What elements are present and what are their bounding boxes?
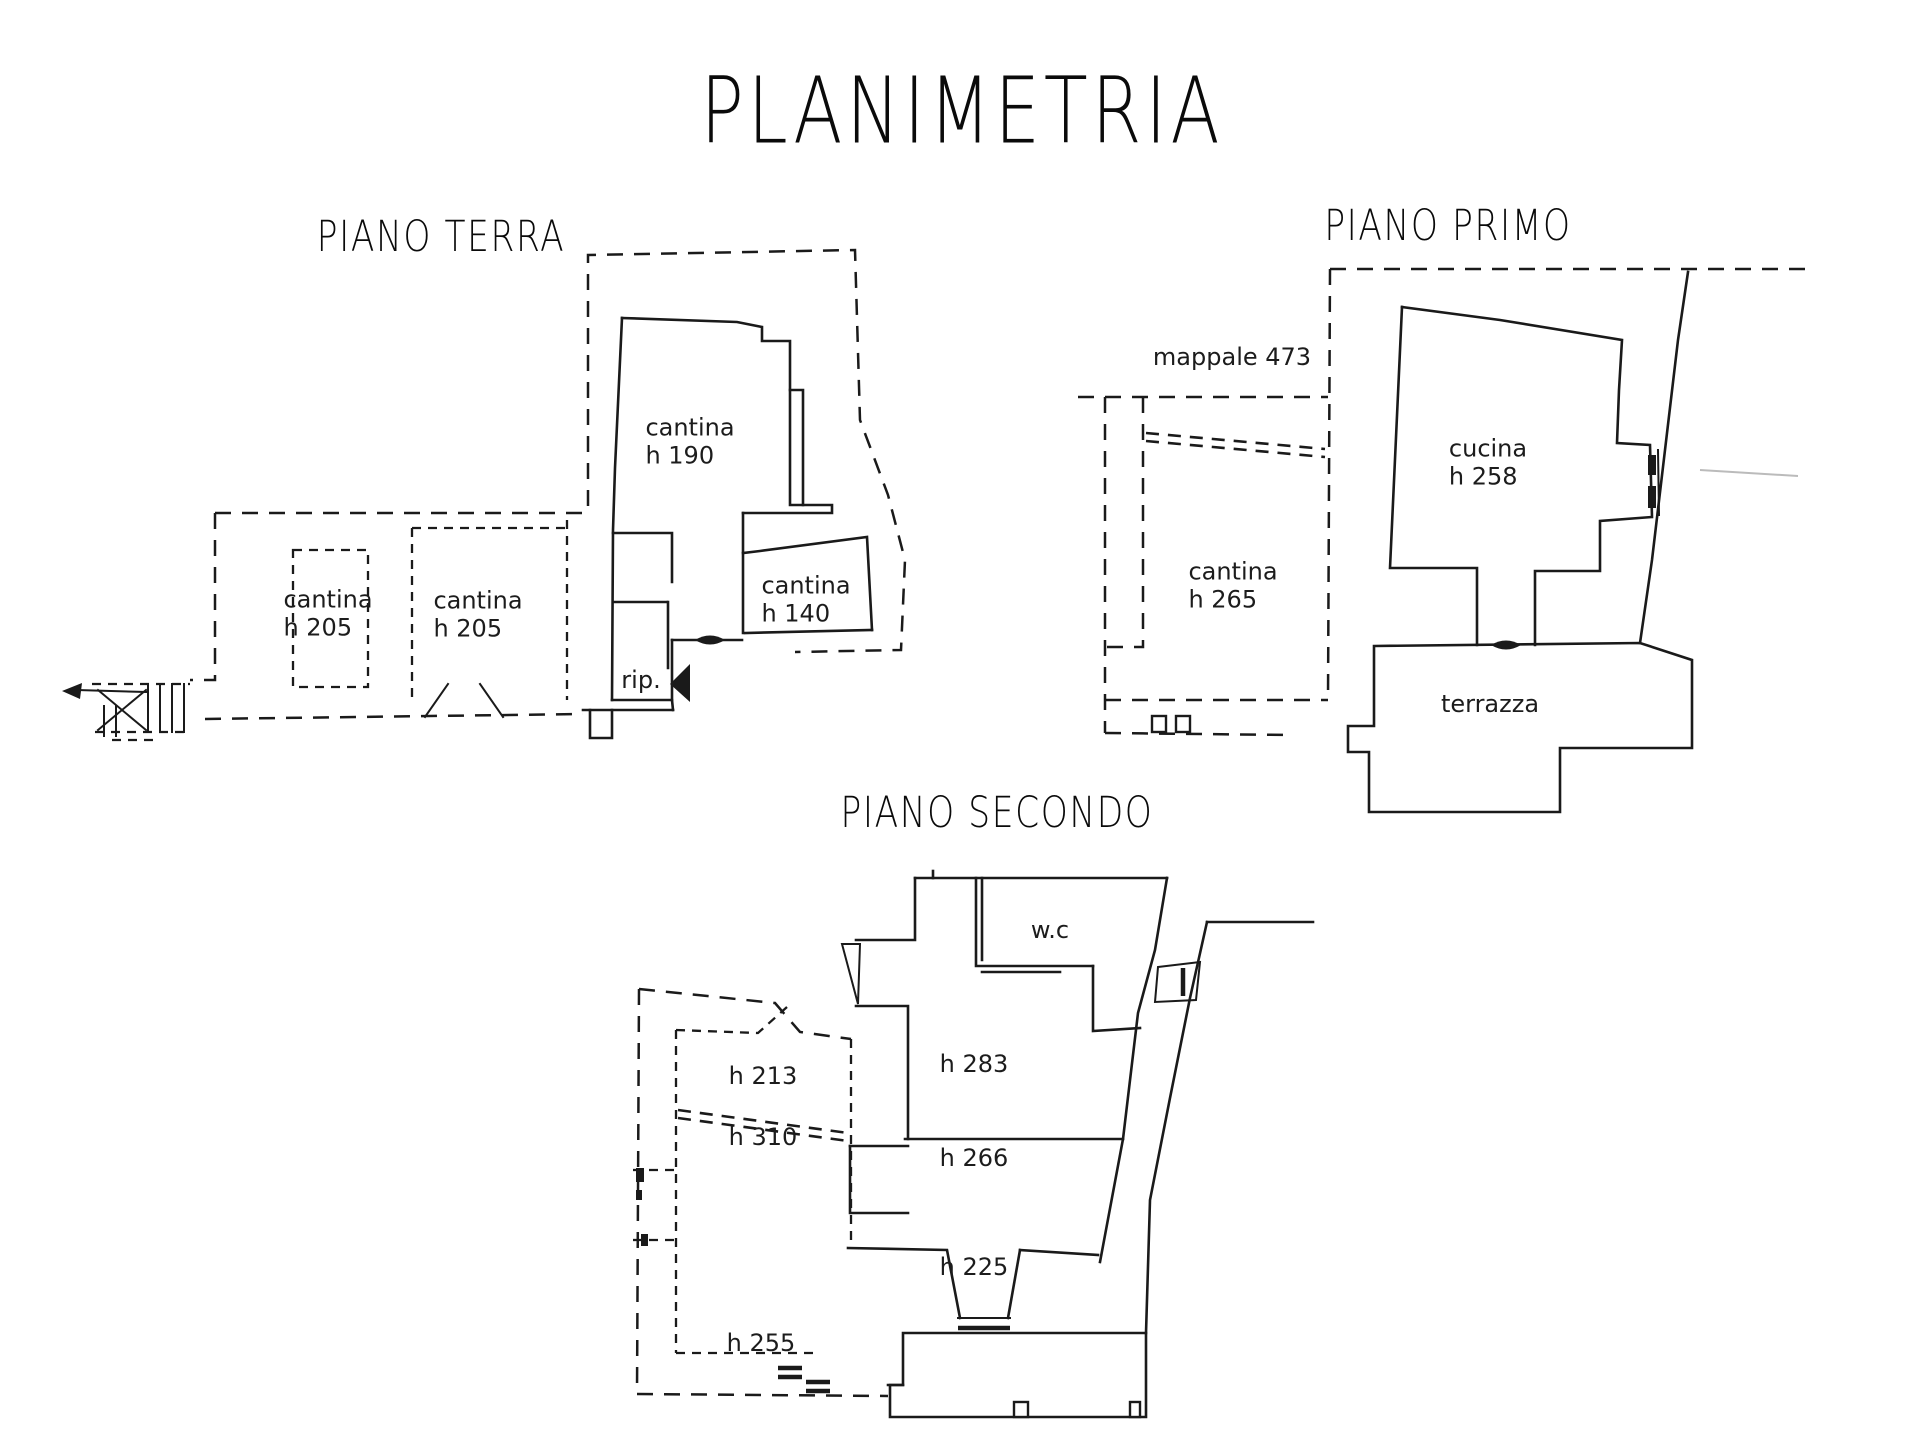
room-name: cantina — [645, 413, 735, 442]
parcel-label-text: mappale 473 — [1152, 342, 1312, 371]
room-height: h 205 — [283, 614, 353, 642]
room-height: h 310 — [728, 1122, 798, 1151]
room-label-h266: h 266 — [940, 1144, 1009, 1172]
room-label-h283: h 283 — [940, 1050, 1009, 1078]
room-name: w.c — [1030, 915, 1070, 944]
piano-secondo-drawing — [633, 869, 1315, 1419]
room-height: h 258 — [1448, 463, 1518, 491]
floor-title-text: PIANO TERRA — [316, 212, 566, 262]
room-name: cantina — [433, 586, 523, 615]
room-label-h310: h 310 — [729, 1123, 798, 1151]
room-name: terrazza — [1440, 689, 1540, 718]
room-label-cantina-h140: cantina h 140 — [761, 572, 850, 629]
room-height: h 213 — [728, 1061, 798, 1090]
room-height: h 265 — [1188, 586, 1258, 614]
room-label-cucina-h258: cucina h 258 — [1449, 435, 1527, 492]
room-height: h 255 — [726, 1328, 796, 1357]
room-height: h 225 — [939, 1252, 1009, 1281]
floor-title-text: PIANO PRIMO — [1324, 201, 1572, 251]
room-label-h255: h 255 — [727, 1329, 796, 1357]
room-label-h213: h 213 — [729, 1062, 798, 1090]
floor-title-text: PIANO SECONDO — [840, 788, 1154, 838]
room-height: h 266 — [939, 1143, 1009, 1172]
piano-terra-drawing — [62, 248, 907, 742]
room-label-cantina-h265: cantina h 265 — [1188, 558, 1277, 615]
floor-title-piano-terra: PIANO TERRA — [286, 212, 597, 262]
room-label-terrazza: terrazza — [1441, 690, 1539, 718]
room-name: cantina — [761, 571, 851, 600]
room-height: h 283 — [939, 1049, 1009, 1078]
room-height: h 190 — [645, 442, 715, 470]
page-title: PLANIMETRIA — [627, 58, 1297, 165]
room-label-cantina-h190: cantina h 190 — [645, 414, 734, 471]
page-title-text: PLANIMETRIA — [700, 57, 1224, 165]
room-label-cantina-h205-b: cantina h 205 — [433, 587, 522, 644]
room-name: cucina — [1448, 434, 1528, 463]
room-label-h225: h 225 — [940, 1253, 1009, 1281]
parcel-label-mappale-473: mappale 473 — [1153, 343, 1311, 371]
room-name: cantina — [1188, 557, 1278, 586]
room-height: h 140 — [761, 600, 831, 628]
room-height: h 205 — [433, 615, 503, 643]
room-name: rip. — [621, 665, 661, 694]
floor-title-piano-primo: PIANO PRIMO — [1293, 201, 1602, 251]
room-label-cantina-h205-a: cantina h 205 — [283, 586, 372, 643]
piano-primo-drawing — [1078, 267, 1805, 814]
room-label-wc: w.c — [1031, 916, 1069, 944]
floor-title-piano-secondo: PIANO SECONDO — [801, 788, 1192, 838]
room-name: cantina — [283, 585, 373, 614]
room-label-rip: rip. — [621, 666, 660, 694]
